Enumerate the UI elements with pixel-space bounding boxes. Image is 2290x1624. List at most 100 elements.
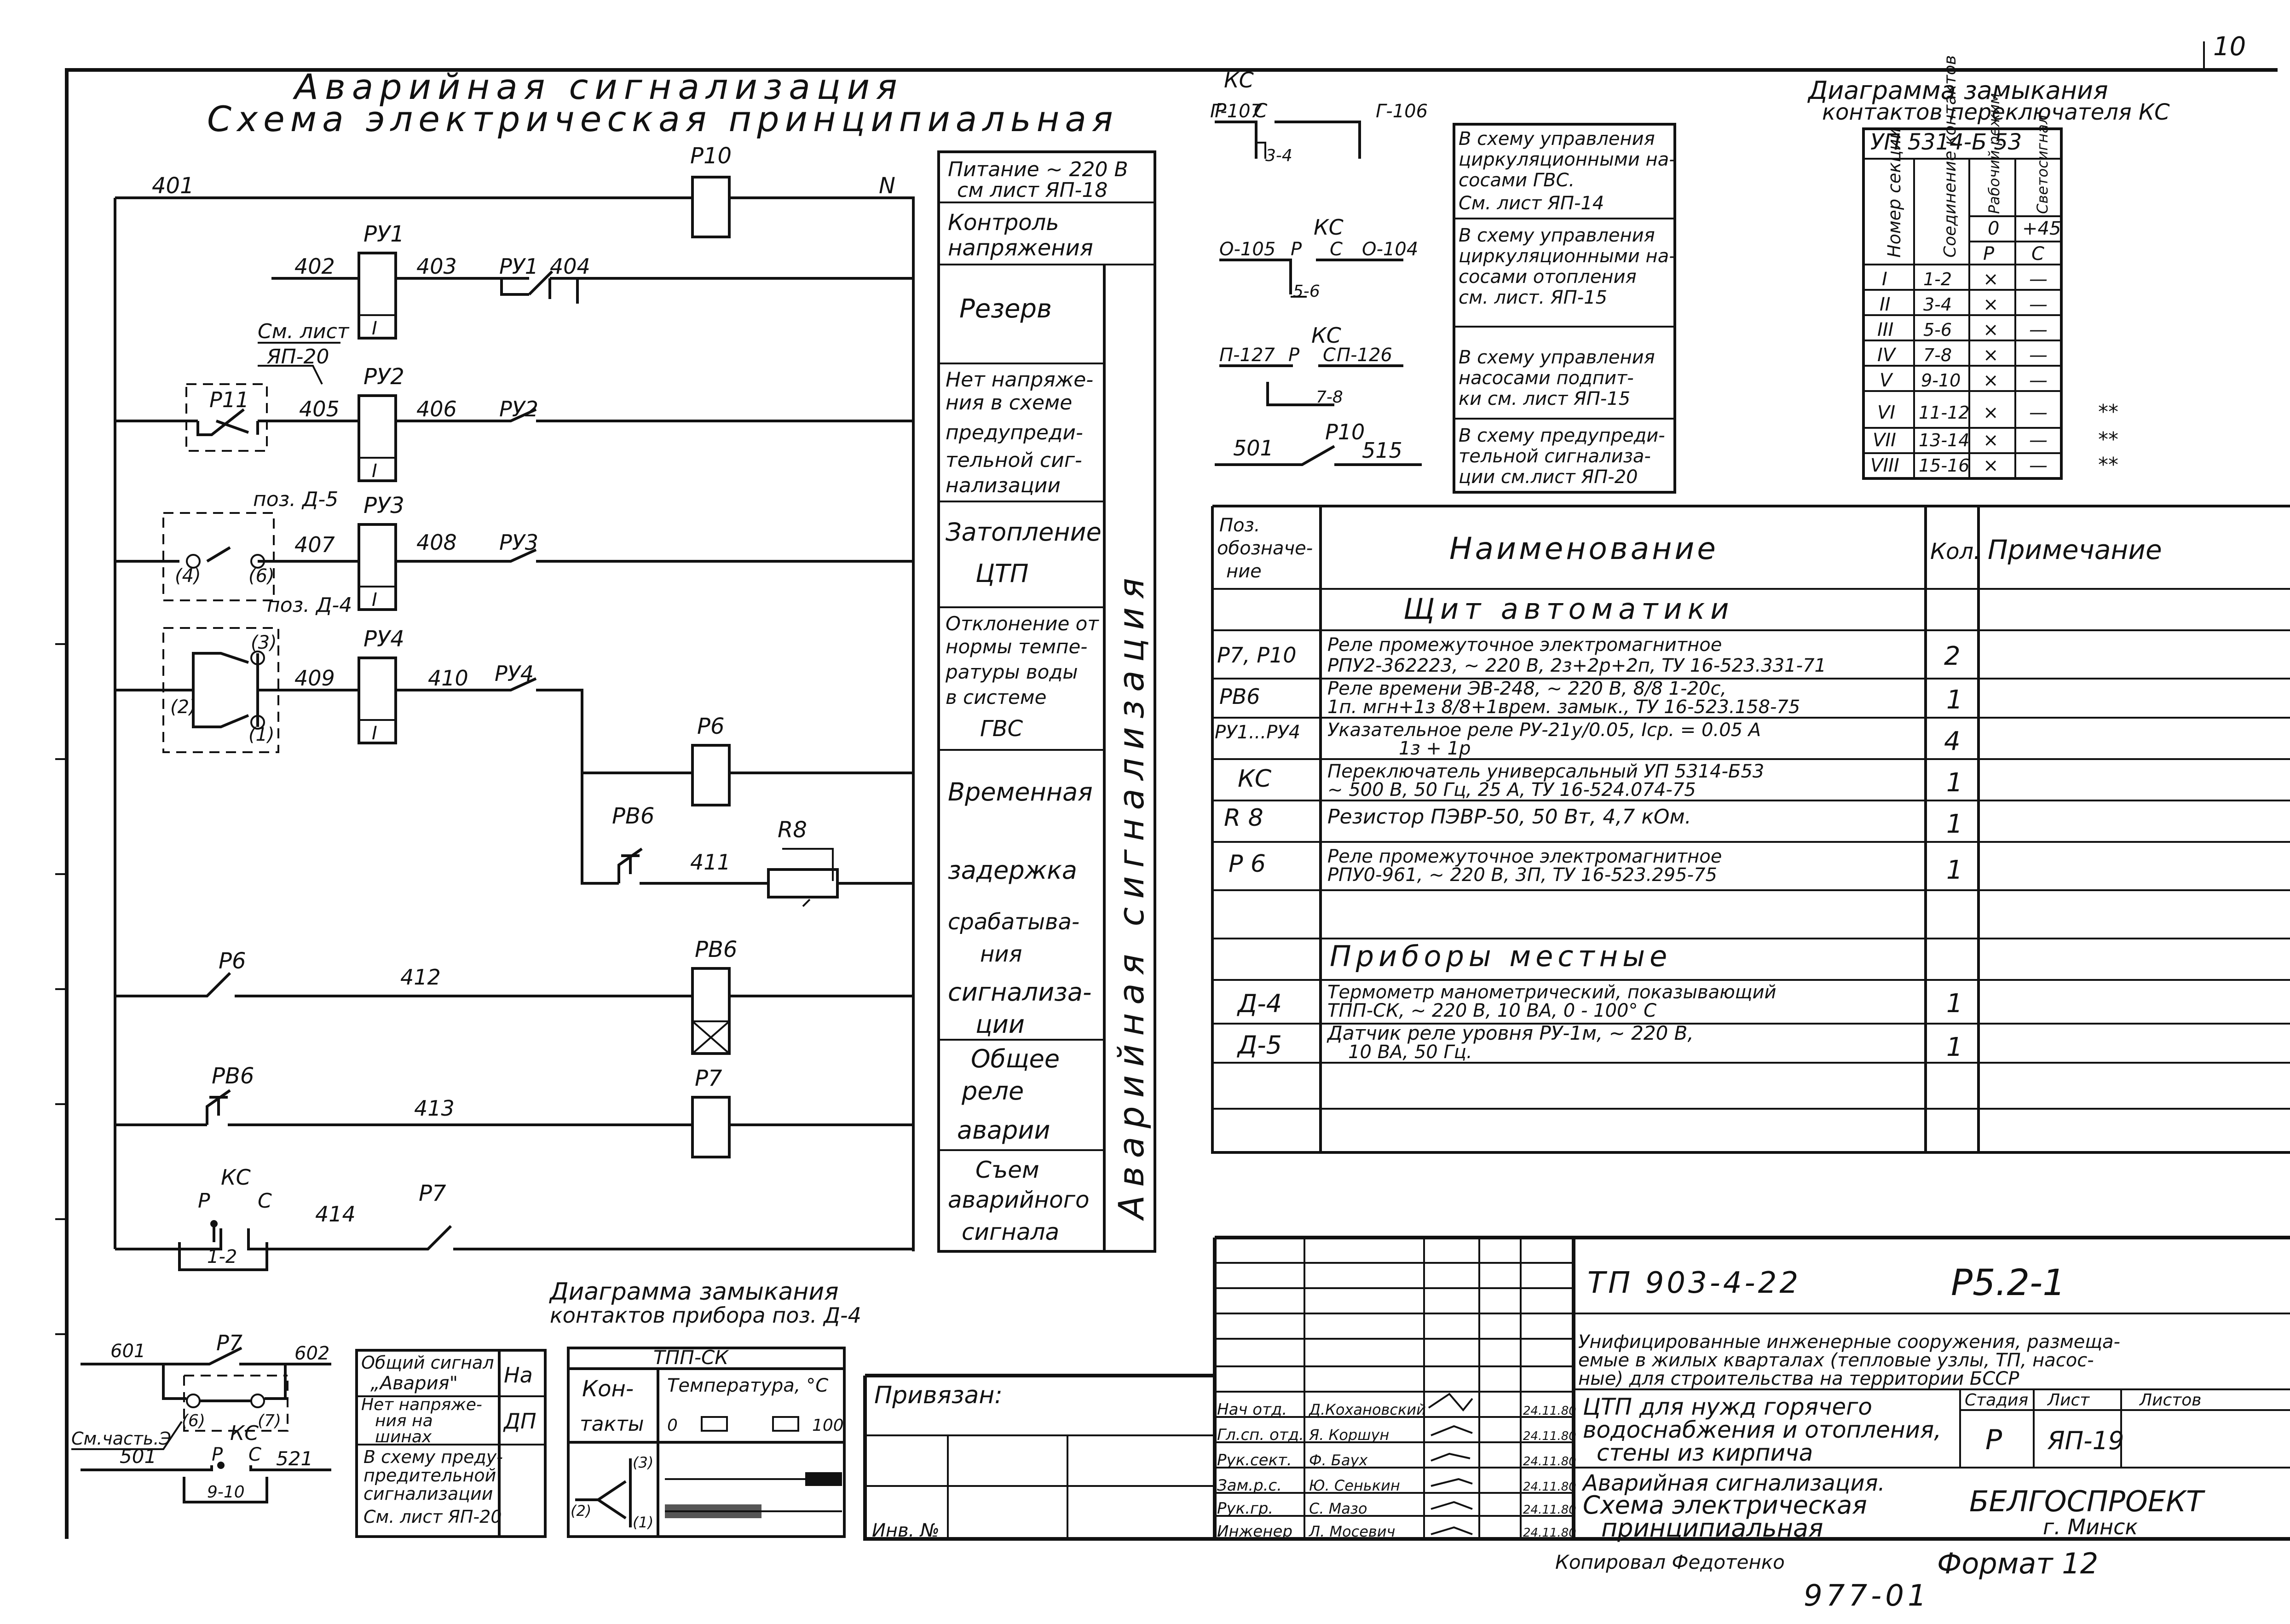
- svg-text:ния в схеме: ния в схеме: [946, 391, 1072, 415]
- svg-text:Зам.р.с.: Зам.р.с.: [1217, 1476, 1282, 1495]
- svg-text:принципиальная: принципиальная: [1601, 1514, 1823, 1543]
- svg-text:(1): (1): [633, 1514, 653, 1531]
- svg-text:ратуры воды: ратуры воды: [945, 661, 1078, 683]
- svg-text:414: 414: [315, 1202, 356, 1227]
- svg-text:Р7: Р7: [695, 1065, 722, 1091]
- svg-text:III: III: [1877, 319, 1893, 340]
- svg-text:Р11: Р11: [209, 387, 249, 412]
- svg-text:Реле промежуточное электромагн: Реле промежуточное электромагнитное: [1327, 846, 1722, 867]
- svg-text:—: —: [2029, 402, 2048, 423]
- svg-text:Д-4: Д-4: [1237, 989, 1282, 1018]
- relay-coil-ru4: [358, 657, 397, 744]
- circuit-row-ru3: [115, 546, 913, 563]
- svg-text:N: N: [879, 173, 895, 199]
- svg-text:ные) для строительства на терр: ные) для строительства на территории БСС…: [1578, 1368, 2019, 1389]
- svg-text:Г-107: Г-107: [1210, 101, 1263, 122]
- svg-text:×: ×: [1983, 319, 1999, 340]
- svg-text:Реле промежуточное электромагн: Реле промежуточное электромагнитное: [1327, 634, 1722, 656]
- external-contacts: КС Р С Г-107 Г-106 3-4 КС Р С О-105 О-10…: [1210, 68, 1428, 466]
- svg-text:1: 1: [1946, 768, 1963, 798]
- svg-text:Листов: Листов: [2139, 1391, 2201, 1410]
- svg-text:РУ1: РУ1: [499, 254, 538, 279]
- svg-text:циркуляционными на-: циркуляционными на-: [1459, 149, 1676, 170]
- svg-text:977-01: 977-01: [1804, 1579, 1930, 1613]
- svg-text:3-4: 3-4: [1265, 146, 1292, 165]
- svg-text:2: 2: [1944, 641, 1961, 671]
- main-schematic: 401 N Р10 I РУ1 402 403 РУ1 404 См. лист…: [114, 143, 915, 1271]
- svg-text:П-126: П-126: [1337, 345, 1392, 366]
- svg-text:Р: Р: [198, 1189, 210, 1213]
- svg-text:×: ×: [1983, 269, 1999, 290]
- svg-text:аварии: аварии: [957, 1116, 1050, 1145]
- svg-text:411: 411: [690, 850, 731, 875]
- svg-text:срабатыва-: срабатыва-: [948, 909, 1079, 935]
- svg-text:I: I: [372, 589, 377, 610]
- svg-text:+45: +45: [2022, 218, 2061, 239]
- svg-text:Копировал Федотенко: Копировал Федотенко: [1555, 1551, 1785, 1573]
- svg-text:контактов переключателя КС: контактов переключателя КС: [1822, 99, 2170, 125]
- svg-text:(7): (7): [258, 1411, 281, 1430]
- resistor-r8: [767, 868, 839, 898]
- svg-text:(2): (2): [571, 1502, 591, 1520]
- svg-text:(2): (2): [170, 697, 196, 718]
- svg-text:Примечание: Примечание: [1988, 534, 2162, 565]
- svg-text:Резерв: Резерв: [959, 294, 1052, 324]
- svg-text:В схему преду-: В схему преду-: [363, 1447, 503, 1467]
- svg-text:**: **: [2098, 453, 2118, 477]
- svg-text:501: 501: [1233, 436, 1274, 461]
- svg-text:515: 515: [1362, 438, 1402, 463]
- svg-text:Ю. Сенькин: Ю. Сенькин: [1309, 1477, 1400, 1494]
- svg-text:Приборы местные: Приборы местные: [1330, 939, 1672, 973]
- svg-text:Диаграмма замыкания: Диаграмма замыкания: [549, 1278, 838, 1306]
- relay-coil-ru2: [358, 394, 397, 482]
- svg-text:409: 409: [294, 666, 335, 691]
- svg-text:1: 1: [1946, 685, 1963, 715]
- svg-text:Рабочий режим: Рабочий режим: [1985, 93, 2003, 214]
- svg-text:поз. Д-5: поз. Д-5: [253, 488, 338, 511]
- svg-text:1: 1: [1946, 809, 1963, 839]
- svg-text:поз. Д-4: поз. Д-4: [267, 593, 352, 617]
- svg-text:Переключатель универсальный УП: Переключатель универсальный УП 5314-Б53: [1327, 761, 1764, 782]
- svg-text:сигнала: сигнала: [962, 1219, 1059, 1245]
- svg-text:**: **: [2098, 428, 2118, 451]
- svg-text:предительной: предительной: [363, 1465, 496, 1486]
- svg-text:Инженер: Инженер: [1217, 1522, 1292, 1541]
- svg-text:403: 403: [416, 254, 457, 279]
- svg-text:аварийного: аварийного: [948, 1186, 1090, 1213]
- svg-text:100: 100: [812, 1416, 844, 1435]
- svg-text:(1): (1): [248, 724, 275, 745]
- svg-text:Д.Кохановский: Д.Кохановский: [1308, 1401, 1426, 1418]
- svg-text:ния на: ния на: [375, 1411, 433, 1430]
- svg-text:Инв. №: Инв. №: [872, 1520, 940, 1541]
- svg-text:Отклонение от: Отклонение от: [946, 612, 1099, 635]
- svg-text:Нач отд.: Нач отд.: [1217, 1400, 1287, 1419]
- svg-text:шинах: шинах: [375, 1428, 432, 1446]
- svg-text:сосами отопления: сосами отопления: [1459, 266, 1637, 288]
- svg-text:I: I: [372, 318, 377, 339]
- svg-text:1-2: 1-2: [1923, 269, 1952, 289]
- bottom-left-fragments: 601 Р7 602 (6) (7) См.часть.Э КС Р С 501…: [71, 1278, 861, 1538]
- svg-text:ТП 903-4-22: ТП 903-4-22: [1587, 1266, 1801, 1300]
- svg-text:402: 402: [294, 254, 335, 279]
- svg-text:РВ6: РВ6: [612, 803, 654, 829]
- svg-text:24.11.80: 24.11.80: [1523, 1429, 1576, 1443]
- svg-text:БЕЛГОСПРОЕКТ: БЕЛГОСПРОЕКТ: [1969, 1485, 2205, 1518]
- svg-text:—: —: [2029, 319, 2048, 340]
- svg-text:VI: VI: [1877, 402, 1895, 423]
- svg-text:Р5.2-1: Р5.2-1: [1951, 1262, 2065, 1304]
- circuit-row-ru4: [115, 677, 913, 774]
- svg-text:Временная: Временная: [948, 777, 1093, 806]
- svg-text:501: 501: [120, 1445, 156, 1468]
- circuit-row-pb6: [581, 773, 913, 885]
- svg-text:сигнализа-: сигнализа-: [948, 978, 1091, 1007]
- svg-text:408: 408: [416, 530, 457, 555]
- relay-coil-p7: [691, 1096, 731, 1158]
- svg-text:РУ4: РУ4: [495, 661, 534, 686]
- svg-text:1п. мгн+1з 8/8+1врем. замык.,: 1п. мгн+1з 8/8+1врем. замык., ТУ 16-523.…: [1327, 697, 1800, 718]
- svg-text:ЯП-20: ЯП-20: [266, 345, 329, 369]
- svg-text:КС: КС: [221, 1165, 251, 1190]
- svg-text:С: С: [1330, 239, 1343, 260]
- svg-text:I: I: [372, 723, 377, 744]
- svg-text:С: С: [248, 1444, 261, 1465]
- svg-text:IV: IV: [1877, 345, 1897, 366]
